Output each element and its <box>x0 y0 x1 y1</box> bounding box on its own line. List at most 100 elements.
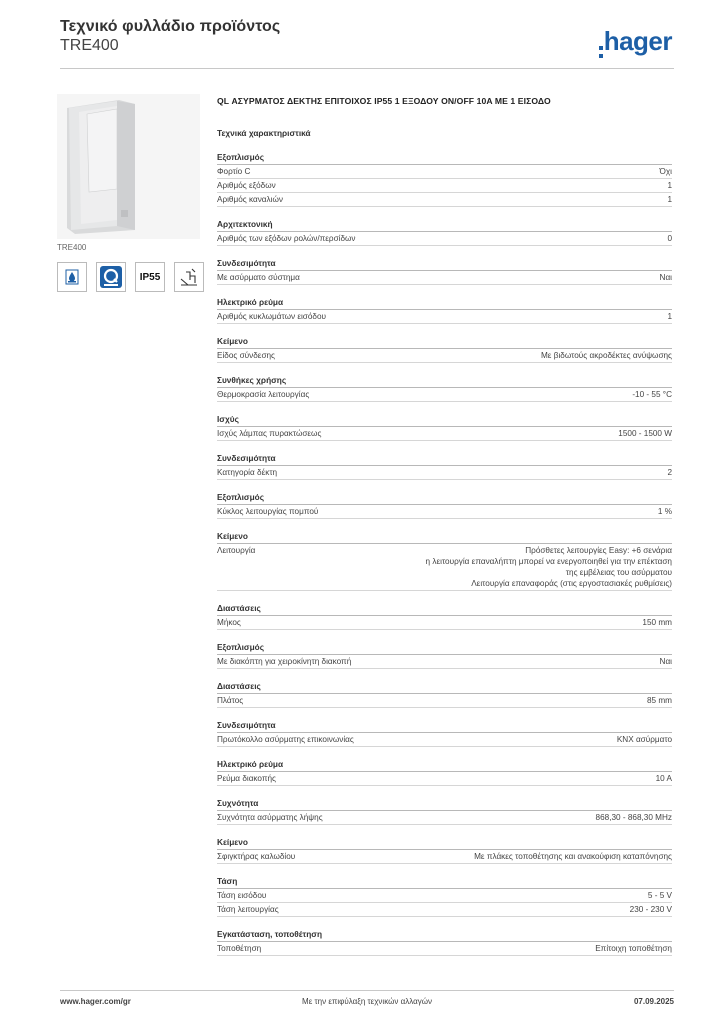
header-divider <box>60 68 674 69</box>
spec-label: Θερμοκρασία λειτουργίας <box>217 390 310 399</box>
spec-label: Με διακόπτη για χειροκίνητη διακοπή <box>217 657 352 666</box>
spec-value: KNX ασύρματο <box>617 734 672 745</box>
spec-label: Κύκλος λειτουργίας πομπού <box>217 507 319 516</box>
product-image <box>57 94 200 239</box>
spec-label: Αριθμός εξόδων <box>217 181 276 190</box>
spec-value-line: Με βιδωτούς ακροδέκτες ανύψωσης <box>540 351 672 360</box>
hager-logo: hager <box>598 26 673 63</box>
spec-value-line: Όχι <box>659 167 672 176</box>
footer-date: 07.09.2025 <box>633 997 674 1006</box>
product-code: TRE400 <box>60 37 119 54</box>
spec-value-line: 10 A <box>655 774 672 783</box>
spec-value: 868,30 - 868,30 MHz <box>596 812 672 823</box>
section-title: Κείμενο <box>217 530 672 544</box>
spec-value: 10 A <box>656 773 672 784</box>
spec-value-line: Με πλάκες τοποθέτησης και ανακούφιση κατ… <box>474 852 672 861</box>
spec-value-line: της εμβέλειας του ασύρματου <box>565 568 672 577</box>
spec-value-line: Επίτοιχη τοποθέτηση <box>595 944 672 953</box>
spec-value: 230 - 230 V <box>630 904 672 915</box>
spec-value-line: 1500 - 1500 W <box>618 429 672 438</box>
footer-website[interactable]: www.hager.com/gr <box>60 997 131 1006</box>
section-title: Εξοπλισμός <box>217 641 672 655</box>
spec-value-line: Ναι <box>659 273 672 282</box>
section-title: Διαστάσεις <box>217 602 672 616</box>
spec-value-line: 5 - 5 V <box>647 891 672 900</box>
spec-label: Αριθμός κυκλωμάτων εισόδου <box>217 312 327 321</box>
spec-value: Όχι <box>660 166 672 177</box>
spec-value-line: -10 - 55 °C <box>632 390 672 399</box>
spec-value: 0 <box>667 233 672 244</box>
spec-value-line: 1 <box>667 312 672 321</box>
spec-label: Μήκος <box>217 618 241 627</box>
section-title: Συνδεσιμότητα <box>217 257 672 271</box>
drop-icon <box>57 262 87 292</box>
section-title: Ηλεκτρικό ρεύμα <box>217 296 672 310</box>
page-header: Τεχνικό φυλλάδιο προϊόντος TRE400 hager <box>60 18 674 68</box>
section-title: Κείμενο <box>217 335 672 349</box>
spec-value: 1 % <box>658 506 672 517</box>
spec-value-line: 0 <box>667 234 672 243</box>
document-title: Τεχνικό φυλλάδιο προϊόντος <box>60 18 281 35</box>
section-title: Διαστάσεις <box>217 680 672 694</box>
spec-value: 1 <box>667 311 672 322</box>
spec-value-line: 1 <box>667 195 672 204</box>
product-image-caption: TRE400 <box>57 243 87 252</box>
spec-value-line: 85 mm <box>646 696 672 705</box>
spec-value: 5 - 5 V <box>648 890 672 901</box>
spec-label: Είδος σύνδεσης <box>217 351 275 360</box>
spec-value-line: Πρόσθετες λειτουργίες Easy: +6 σενάρια <box>525 546 672 555</box>
spec-label: Σφιγκτήρας καλωδίου <box>217 852 296 861</box>
spec-label: Τοποθέτηση <box>217 944 262 953</box>
spec-value: Ναι <box>660 656 672 667</box>
section-title: Ηλεκτρικό ρεύμα <box>217 758 672 772</box>
section-title: Εγκατάσταση, τοποθέτηση <box>217 928 672 942</box>
spec-value-line: 868,30 - 868,30 MHz <box>595 813 672 822</box>
spec-value: Με πλάκες τοποθέτησης και ανακούφιση κατ… <box>474 851 672 862</box>
section-title: Συνδεσιμότητα <box>217 452 672 466</box>
spec-label: Τάση λειτουργίας <box>217 905 279 914</box>
spec-value-line: 1 % <box>657 507 672 516</box>
spec-row: Με διακόπτη για χειροκίνητη διακοπή Ναι <box>217 655 672 669</box>
spec-value: 1 <box>667 180 672 191</box>
spec-value: 85 mm <box>647 695 672 706</box>
spec-row: Κατηγορία δέκτη 2 <box>217 466 672 480</box>
ip55-icon: IP55 <box>135 262 165 292</box>
logo-dots-icon <box>598 44 603 60</box>
quicklink-icon <box>96 262 126 292</box>
footer-note: Με την επιφύλαξη τεχνικών αλλαγών <box>302 997 432 1006</box>
spec-value: 1500 - 1500 W <box>618 428 672 439</box>
spec-value: 2 <box>667 467 672 478</box>
section-title: Συνθήκες χρήσης <box>217 374 672 388</box>
spec-row: Τοποθέτηση Επίτοιχη τοποθέτηση <box>217 942 672 956</box>
spec-value-line: 1 <box>667 181 672 190</box>
spec-label: Κατηγορία δέκτη <box>217 468 278 477</box>
tech-characteristics-heading: Τεχνικά χαρακτηριστικά <box>217 128 311 138</box>
footer-divider <box>60 990 674 991</box>
spec-label: Αριθμός καναλιών <box>217 195 283 204</box>
spec-value-line: 2 <box>667 468 672 477</box>
spec-label: Λειτουργία <box>217 546 256 555</box>
section-title: Συνδεσιμότητα <box>217 719 672 733</box>
